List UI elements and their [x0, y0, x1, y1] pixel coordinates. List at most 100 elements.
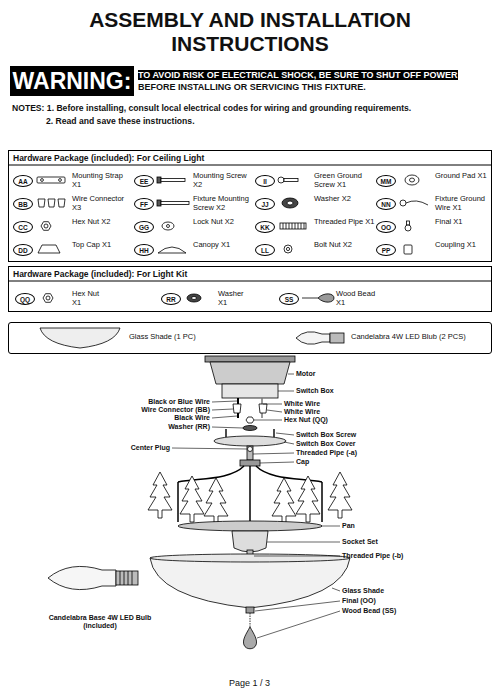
header-rule	[8, 165, 492, 166]
part-code: DD	[13, 244, 33, 256]
pad-icon	[405, 175, 419, 185]
screw-shank	[161, 202, 189, 205]
strap-hole	[41, 179, 44, 182]
cord-icon	[302, 298, 318, 299]
switch-box-screw	[225, 429, 226, 437]
header-rule	[8, 281, 492, 282]
hardware-item: Hex Nut X2	[72, 218, 134, 227]
note-text: 2. Read and save these instructions.	[46, 116, 346, 127]
part-label: Cap	[296, 458, 336, 466]
leader-line	[284, 442, 294, 444]
wood-bead	[243, 627, 256, 649]
part-code-text: PP	[382, 247, 391, 254]
strap-hole	[59, 179, 62, 182]
lock-nut-icon	[162, 222, 174, 230]
leader-line	[276, 433, 294, 435]
nut-hole	[44, 224, 48, 228]
bulb-base	[330, 333, 344, 343]
leader-line	[260, 462, 294, 463]
threaded-pipe	[247, 446, 253, 460]
pipe-icon	[280, 223, 306, 229]
motor-housing	[210, 362, 290, 384]
part-name: Candelabra 4W LED Blub (2 PCS)	[351, 332, 466, 341]
part-label: Final (OO)	[342, 597, 412, 605]
screw-shank	[161, 179, 185, 182]
hex-nut-icon	[41, 222, 51, 231]
pine-tree	[272, 478, 296, 524]
part-label: Black Wire	[110, 414, 210, 422]
socket-set	[232, 531, 268, 552]
part-label: Glass Shade	[342, 587, 412, 595]
pipe-thread	[283, 223, 304, 229]
leader-line	[212, 427, 243, 428]
part-label: Wood Bead (SS)	[342, 607, 422, 615]
hardware-item: Wire Connector X3	[72, 195, 134, 212]
leader-line	[253, 453, 294, 454]
part-label: Black or Blue Wire	[110, 398, 210, 406]
parts-panel: Glass Shade (1 PC)Candelabra 4W LED Blub…	[8, 322, 492, 354]
part-code: EE	[134, 175, 154, 187]
bulb-thread	[120, 571, 132, 585]
switch-box	[222, 384, 278, 398]
part-code: MM	[376, 175, 396, 187]
part-label: Switch Box Cover	[296, 440, 386, 448]
leader-line	[254, 556, 340, 557]
screw-head	[278, 177, 284, 183]
part-label: Candelabra Base 4W LED Bulb (included)	[35, 614, 165, 630]
ceiling-plate	[205, 356, 295, 362]
shade-icon	[40, 328, 120, 348]
part-code: GG	[134, 221, 154, 233]
hardware-item: Wood Bead X1	[336, 290, 376, 307]
ground-wire-icon	[406, 201, 428, 205]
hardware-item: Hex Nut X1	[72, 290, 106, 307]
leader-line	[278, 391, 294, 392]
hardware-item: Bolt Nut X2	[314, 241, 376, 250]
connector-icon	[38, 199, 45, 207]
nut-hole	[46, 296, 50, 300]
part-code: NN	[376, 198, 396, 210]
canopy-icon	[158, 247, 186, 253]
hex-nut	[246, 417, 254, 423]
warning-banner: WARNING:TO AVOID RISK OF ELECTRICAL SHOC…	[10, 66, 490, 98]
page-number: Page 1 / 3	[200, 678, 299, 689]
leader-line	[212, 409, 233, 410]
final-icon	[405, 225, 411, 231]
final	[246, 607, 254, 613]
part-code-text: OO	[381, 224, 391, 231]
switch-box-screw	[273, 429, 274, 437]
part-code-text: DD	[18, 247, 27, 254]
pine-tree	[296, 476, 320, 522]
pull-chain	[250, 613, 251, 628]
pad-hole	[410, 178, 415, 182]
hardware-item: Mounting Strap X1	[72, 172, 134, 189]
washer-hole	[287, 201, 293, 205]
frame-post	[177, 482, 179, 522]
hardware-item: Fixture Mounting Screw X2	[193, 195, 255, 212]
part-code: RR	[161, 293, 181, 305]
panel-heading: Hardware Package (included): For Ceiling…	[13, 153, 204, 164]
bolt-nut-icon	[284, 245, 292, 253]
frame-arm	[256, 466, 322, 482]
part-code: FF	[134, 198, 154, 210]
washer-hole	[192, 297, 197, 300]
glass-shade	[150, 558, 350, 608]
hardware-item: Lock Nut X2	[193, 218, 255, 227]
wire-ring	[400, 200, 406, 206]
part-code-text: KK	[260, 224, 269, 231]
wire-connector	[259, 404, 267, 413]
warning-word: WARNING:	[10, 66, 134, 96]
leader-line	[288, 374, 294, 375]
part-label: White Wire	[284, 400, 344, 408]
hardware-item: Top Cap X1	[72, 241, 134, 250]
washer	[243, 426, 257, 431]
connector-icon	[58, 199, 65, 207]
part-code: II	[255, 175, 275, 187]
part-label: Pan	[342, 522, 382, 530]
hardware-item: Canopy X1	[193, 241, 255, 250]
part-code: HH	[134, 244, 154, 256]
frame-arm	[178, 466, 244, 482]
page-title: ASSEMBLY AND INSTALLATION INSTRUCTIONS	[55, 8, 445, 56]
switch-box-cover	[214, 436, 286, 446]
cap	[240, 460, 260, 466]
part-label: Switch Box Screw	[296, 431, 386, 439]
